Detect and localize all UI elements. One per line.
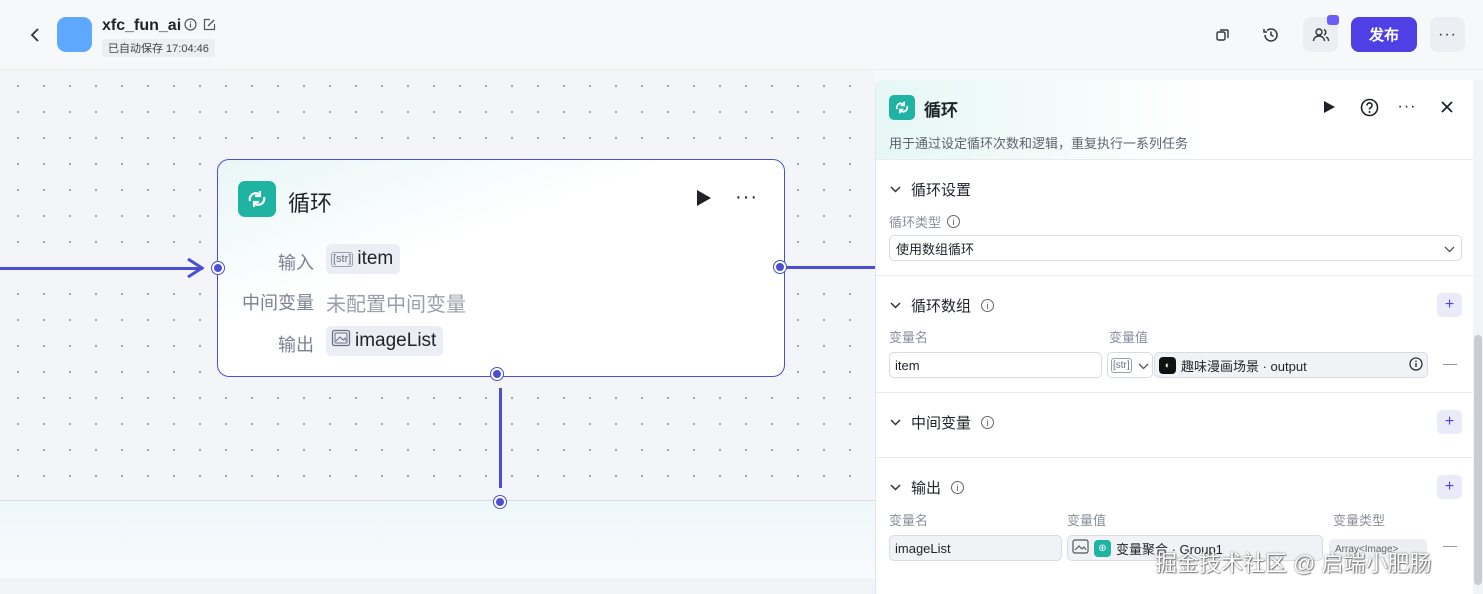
help-icon[interactable] xyxy=(1358,96,1380,118)
output-var-name-input[interactable]: imageList xyxy=(889,535,1062,561)
array-ref-label: 趣味漫画场景 · output xyxy=(1181,358,1307,374)
chevron-down-icon xyxy=(889,184,901,196)
col-var-name: 变量名 xyxy=(889,513,929,528)
node-input-port[interactable] xyxy=(212,262,224,274)
add-array-variable-button[interactable]: + xyxy=(1437,293,1462,317)
source-node-icon: ◐ xyxy=(1159,356,1176,374)
output-ref-label: 变量聚合 · Group1 xyxy=(1116,541,1223,557)
node-output-value: imageList xyxy=(355,330,437,351)
edit-icon[interactable] xyxy=(203,18,216,34)
panel-header: 循环 ··· 用于通过设定循环次数和逻辑，重复执行一系列任务 xyxy=(876,80,1473,160)
image-icon xyxy=(1072,539,1089,557)
info-icon[interactable] xyxy=(1409,356,1423,374)
remove-row-icon[interactable]: — xyxy=(1443,355,1457,371)
incoming-edge[interactable] xyxy=(0,267,203,270)
node-middle-label: 中间变量 xyxy=(242,293,314,313)
loop-icon xyxy=(238,181,276,217)
info-icon[interactable]: i xyxy=(981,416,995,429)
panel-more-icon[interactable]: ··· xyxy=(1397,98,1417,115)
canvas-subflow-area xyxy=(0,500,875,578)
type-str-badge: [str] xyxy=(1111,357,1132,373)
section-middle-vars: 中间变量 i + xyxy=(876,393,1473,458)
panel-scroll-thumb[interactable] xyxy=(1474,335,1482,585)
info-icon[interactable]: i xyxy=(951,481,965,494)
section-header[interactable]: 循环设置 xyxy=(889,179,971,200)
chevron-down-icon xyxy=(889,482,901,494)
col-var-value: 变量值 xyxy=(1067,513,1107,528)
type-str-badge: [str] xyxy=(331,251,354,267)
node-output-port[interactable] xyxy=(774,261,786,273)
chevron-down-icon xyxy=(889,417,901,429)
section-title: 循环数组 xyxy=(911,298,972,315)
add-middle-variable-button[interactable]: + xyxy=(1437,410,1462,434)
outgoing-edge[interactable] xyxy=(785,266,875,269)
remove-row-icon[interactable]: — xyxy=(1443,537,1457,553)
node-more-icon[interactable]: ··· xyxy=(735,186,758,208)
node-input-tag: [str] item xyxy=(326,244,401,274)
section-title: 中间变量 xyxy=(911,415,972,432)
info-icon[interactable]: i xyxy=(981,299,995,312)
info-icon[interactable]: i xyxy=(947,215,961,228)
panel-description: 用于通过设定循环次数和逻辑，重复执行一系列任务 xyxy=(889,136,1189,151)
autosave-status: 已自动保存 17:04:46 xyxy=(102,39,215,57)
section-loop-array: 循环数组 i + 变量名 变量值 item [str] ◐ 趣味漫画场景 · o… xyxy=(876,276,1473,393)
ellipsis-icon: ··· xyxy=(1438,25,1457,43)
run-icon[interactable] xyxy=(695,188,713,213)
output-type-value: Array<Image> xyxy=(1335,543,1399,555)
image-icon xyxy=(331,329,351,353)
users-icon xyxy=(1312,27,1329,41)
watermark-text: 掘金技术社区 @ 启端小肥肠 xyxy=(1155,551,1432,576)
section-loop-settings: 循环设置 循环类型 i 使用数组循环 xyxy=(876,160,1473,276)
output-var-reference[interactable]: ⊕ 变量聚合 · Group1 xyxy=(1067,535,1323,561)
loop-type-label: 循环类型 xyxy=(889,215,942,230)
app-avatar xyxy=(57,17,92,52)
node-body-port[interactable] xyxy=(491,368,503,380)
chevron-down-icon xyxy=(889,300,901,312)
node-output-label: 输出 xyxy=(278,335,314,355)
section-title: 循环设置 xyxy=(911,182,972,199)
node-middle-placeholder: 未配置中间变量 xyxy=(326,294,466,316)
node-title: 循环 xyxy=(288,191,333,216)
node-input-label: 输入 xyxy=(278,253,314,273)
loop-type-select[interactable]: 使用数组循环 xyxy=(889,235,1462,261)
section-header[interactable]: 中间变量 i xyxy=(889,412,995,433)
node-input-value: item xyxy=(357,248,394,269)
back-icon[interactable] xyxy=(24,24,46,46)
loop-body-edge[interactable] xyxy=(499,388,502,488)
loop-type-value: 使用数组循环 xyxy=(896,241,975,257)
section-header[interactable]: 循环数组 i xyxy=(889,295,995,316)
node-output-tag: imageList xyxy=(326,326,444,356)
array-var-name-input[interactable]: item xyxy=(889,352,1102,378)
canvas-footer xyxy=(0,578,875,594)
output-type-badge: Array<Image> xyxy=(1329,539,1427,559)
add-output-variable-button[interactable]: + xyxy=(1437,475,1462,499)
notification-badge xyxy=(1327,15,1339,25)
var-type-select[interactable]: [str] xyxy=(1107,352,1153,378)
more-options-button[interactable]: ··· xyxy=(1430,17,1465,52)
loop-node[interactable]: 循环 ··· 输入 [str] item 中间变量 未配置中间变量 输出 ima… xyxy=(217,159,785,377)
section-title: 输出 xyxy=(911,480,942,497)
loop-body-port[interactable] xyxy=(494,496,506,508)
section-header[interactable]: 输出 i xyxy=(889,477,965,498)
panel-title: 循环 xyxy=(924,101,958,120)
array-var-reference[interactable]: ◐ 趣味漫画场景 · output xyxy=(1154,352,1428,378)
chevron-down-icon xyxy=(1444,241,1455,256)
copy-icon[interactable] xyxy=(1210,22,1236,48)
top-bar: xfc_fun_ai 已自动保存 17:04:46 发布 ··· xyxy=(0,0,1483,70)
col-var-value: 变量值 xyxy=(1109,330,1149,345)
close-icon[interactable] xyxy=(1436,96,1458,118)
run-icon[interactable] xyxy=(1318,96,1340,118)
history-icon[interactable] xyxy=(1258,22,1284,48)
node-config-panel: 循环 ··· 用于通过设定循环次数和逻辑，重复执行一系列任务 循环设置 循环类型… xyxy=(875,80,1473,594)
info-icon[interactable] xyxy=(184,18,197,34)
chevron-down-icon xyxy=(1138,358,1149,373)
edge-arrow-icon xyxy=(187,257,205,279)
section-output: 输出 i + 变量名 变量值 变量类型 imageList ⊕ 变量聚合 · G… xyxy=(876,458,1473,594)
aggregate-node-icon: ⊕ xyxy=(1094,539,1111,557)
col-var-name: 变量名 xyxy=(889,330,929,345)
col-var-type: 变量类型 xyxy=(1333,513,1386,528)
publish-button[interactable]: 发布 xyxy=(1351,17,1417,52)
loop-icon xyxy=(889,95,915,120)
app-title: xfc_fun_ai xyxy=(102,17,182,34)
